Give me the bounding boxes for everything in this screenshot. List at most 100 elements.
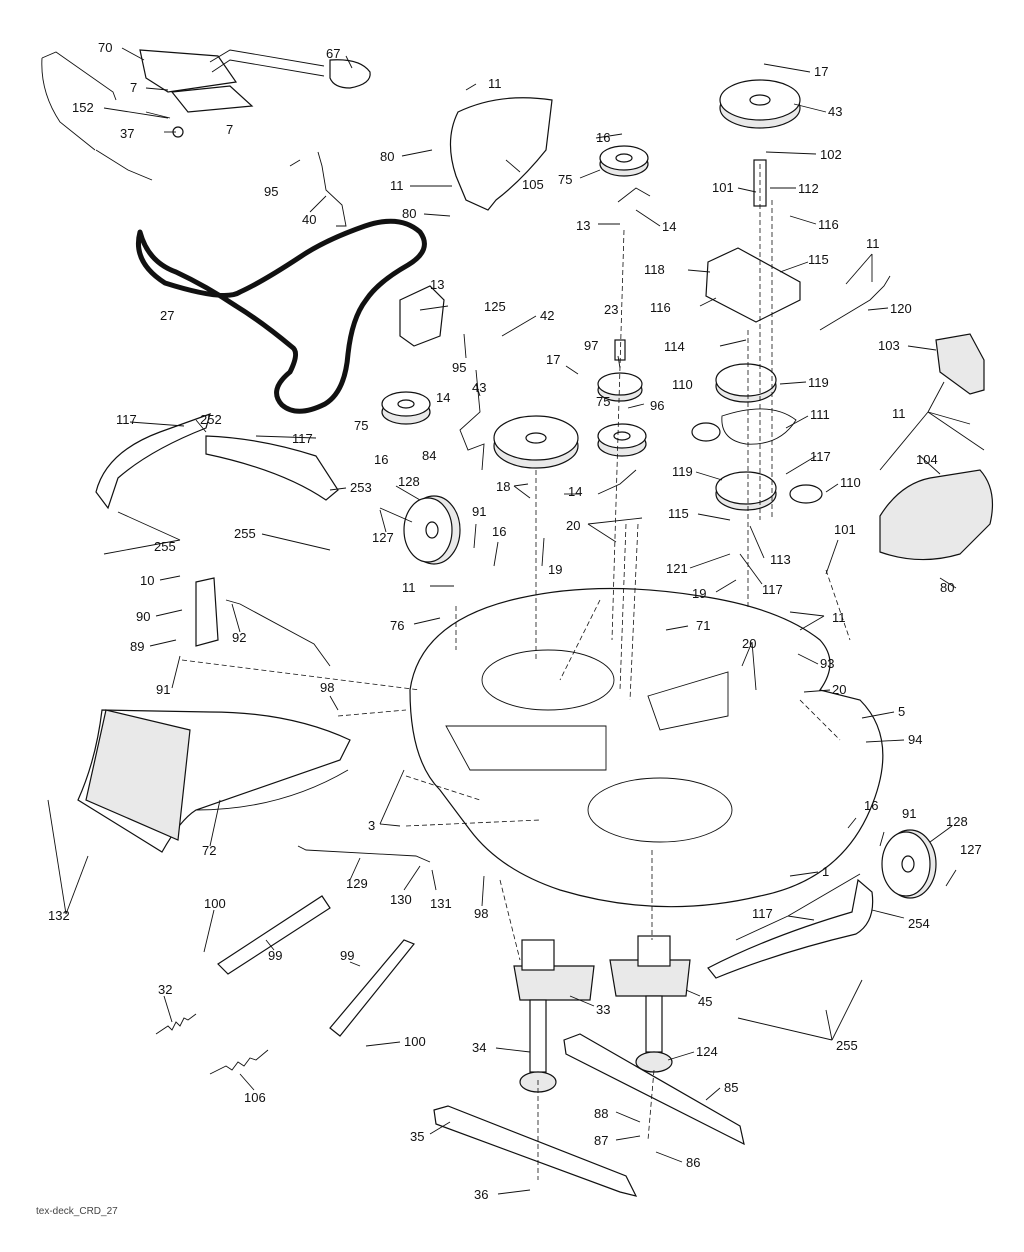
part-label: 14: [662, 219, 676, 234]
part-label: 128: [946, 814, 968, 829]
spindle-right: [609, 935, 691, 1073]
drive-belt: [135, 218, 427, 414]
part-label: 85: [724, 1080, 738, 1095]
part-label: 86: [686, 1155, 700, 1170]
part-label: 16: [374, 452, 388, 467]
part-label: 80: [940, 580, 954, 595]
part-label: 93: [820, 656, 834, 671]
drive-pulley-top: [719, 79, 801, 207]
part-label: 121: [666, 561, 688, 576]
blade-pulley: [493, 415, 579, 469]
gauge-wheel-right: [881, 829, 937, 899]
part-label: 71: [696, 618, 710, 633]
blade-35: [433, 1105, 638, 1197]
part-label: 94: [908, 732, 922, 747]
part-label: 100: [404, 1034, 426, 1049]
part-label: 255: [234, 526, 256, 541]
part-label: 80: [380, 149, 394, 164]
part-label: 5: [898, 704, 905, 719]
part-label: 119: [672, 464, 693, 479]
part-label: 3: [368, 818, 375, 833]
part-label: 100: [204, 896, 226, 911]
arm-99-right: [329, 939, 415, 1037]
wheel-bracket: [195, 577, 219, 647]
part-label: 99: [340, 948, 354, 963]
cover-103: [935, 333, 985, 395]
part-label: 11: [402, 580, 416, 595]
part-label: 72: [202, 843, 216, 858]
part-label: 20: [832, 682, 846, 697]
part-label: 96: [650, 398, 664, 413]
part-label: 87: [594, 1133, 608, 1148]
part-label: 1: [822, 864, 829, 879]
part-label: 101: [712, 180, 734, 195]
part-label: 16: [864, 798, 878, 813]
part-label: 124: [696, 1044, 718, 1059]
part-label: 11: [832, 610, 846, 625]
part-label: 117: [116, 412, 137, 427]
idler-pulley-left: [381, 391, 431, 425]
part-label: 106: [244, 1090, 266, 1105]
part-label: 127: [960, 842, 982, 857]
part-label: 37: [120, 126, 134, 141]
part-label: 129: [346, 876, 368, 891]
part-label: 115: [668, 506, 689, 521]
part-label: 104: [916, 452, 938, 467]
part-label: 127: [372, 530, 394, 545]
part-label: 16: [492, 524, 506, 539]
parts-drawing: [41, 49, 993, 1197]
part-labels: 70 67 7 7 152 37 11 80 105 11 80 16 75 1…: [36, 40, 982, 1217]
part-label: 255: [836, 1038, 858, 1053]
part-label: 32: [158, 982, 172, 997]
part-label: 125: [484, 299, 506, 314]
bracket-plate: [705, 247, 801, 323]
part-label: 255: [154, 539, 176, 554]
part-label: 18: [496, 479, 510, 494]
part-label: 130: [390, 892, 412, 907]
idler-pulley-top: [599, 145, 651, 203]
gauge-wheel-top: [379, 495, 461, 565]
baffle-left: [95, 413, 211, 510]
part-label: 11: [892, 406, 906, 421]
part-label: 92: [232, 630, 246, 645]
part-label: 128: [398, 474, 420, 489]
part-label: 13: [576, 218, 590, 233]
part-label: 40: [302, 212, 316, 227]
part-label: 95: [452, 360, 466, 375]
part-label: 67: [326, 46, 340, 61]
bracket-84: [459, 369, 485, 471]
part-label: 33: [596, 1002, 610, 1017]
link-rod-92: [225, 599, 331, 667]
part-label: 76: [390, 618, 404, 633]
part-label: 11: [390, 178, 404, 193]
part-label: 95: [264, 184, 278, 199]
part-label: 98: [320, 680, 334, 695]
part-label: 120: [890, 301, 912, 316]
part-label: 16: [596, 130, 610, 145]
arm-99-left: [217, 895, 331, 975]
part-label: 70: [98, 40, 112, 55]
part-label: 11: [488, 76, 502, 91]
part-label: 14: [568, 484, 582, 499]
part-label: 111: [810, 407, 830, 422]
part-label: 19: [548, 562, 562, 577]
part-label: 34: [472, 1040, 486, 1055]
part-label: 117: [292, 431, 313, 446]
spring-32: [155, 1013, 197, 1035]
part-label: 91: [156, 682, 170, 697]
part-label: 17: [546, 352, 560, 367]
part-label: 152: [72, 100, 94, 115]
part-label: 101: [834, 522, 856, 537]
part-label: 117: [810, 449, 831, 464]
part-label: 91: [472, 504, 486, 519]
part-label: 90: [136, 609, 150, 624]
part-label: 36: [474, 1187, 488, 1202]
part-label: 98: [474, 906, 488, 921]
pulley-97: [597, 339, 643, 402]
part-label: 7: [226, 122, 233, 137]
part-label: 117: [752, 906, 773, 921]
part-label: 75: [596, 394, 610, 409]
rod-129: [297, 845, 431, 863]
part-label: 7: [130, 80, 137, 95]
